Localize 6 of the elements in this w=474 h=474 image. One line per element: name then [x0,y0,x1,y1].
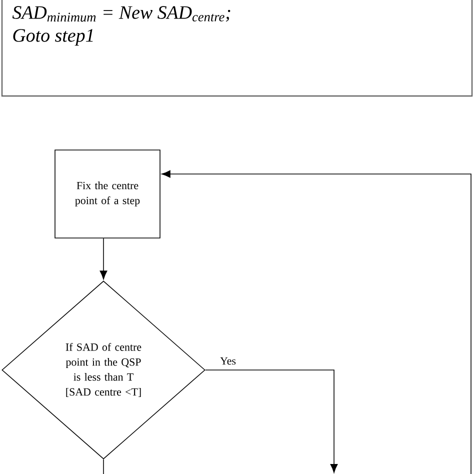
arrow [100,238,108,280]
arrow [205,370,338,473]
arrow [162,170,472,474]
edge-label: Yes [219,356,237,366]
text-box: SAD$_{minimum}$ = New SAD$_{centre}$; Goto step1 [1,0,473,97]
process-box: Fix the centre point of a step [54,150,160,238]
